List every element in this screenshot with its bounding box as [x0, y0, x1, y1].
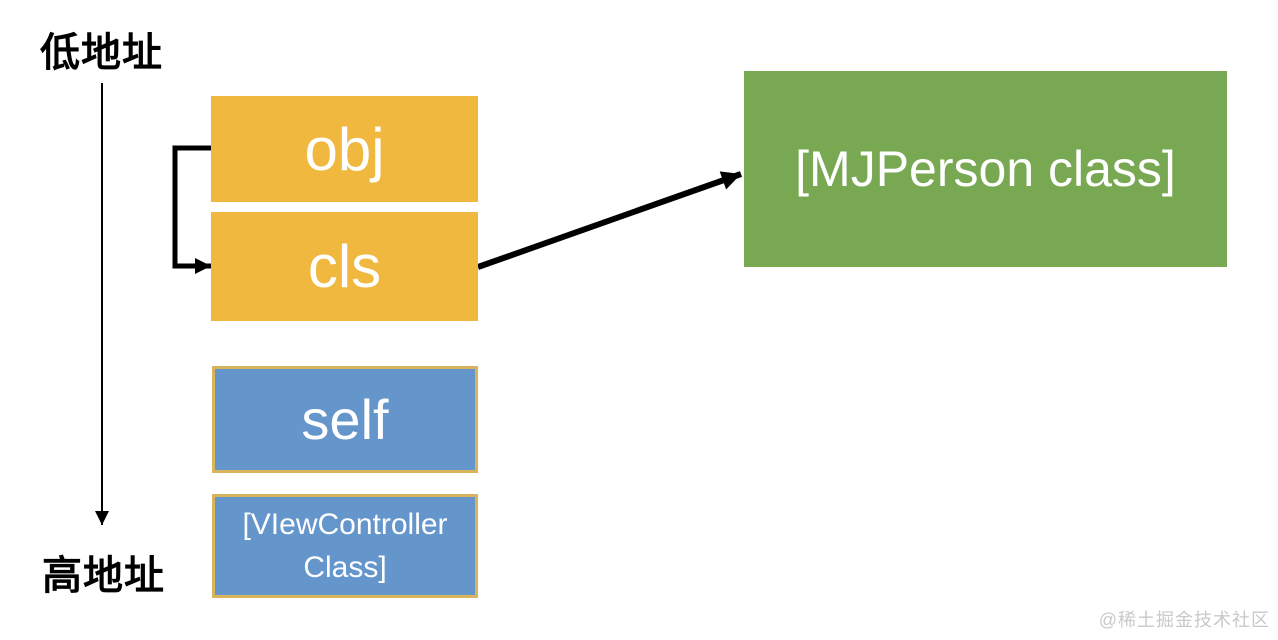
cls-box: cls: [211, 212, 478, 321]
high-address-label: 高地址: [42, 553, 165, 598]
self-box: self: [212, 366, 478, 473]
obj-to-cls-arrow: [172, 145, 211, 275]
low-address-label: 低地址: [40, 30, 163, 75]
obj-box: obj: [211, 96, 478, 202]
juejin-watermark: @稀土掘金技术社区: [1098, 610, 1270, 630]
mjperson-class-box: [MJPerson class]: [744, 71, 1227, 267]
view-controller-class-box: [VIewController Class]: [212, 494, 478, 598]
cls-to-mjperson-arrow: [476, 171, 743, 270]
